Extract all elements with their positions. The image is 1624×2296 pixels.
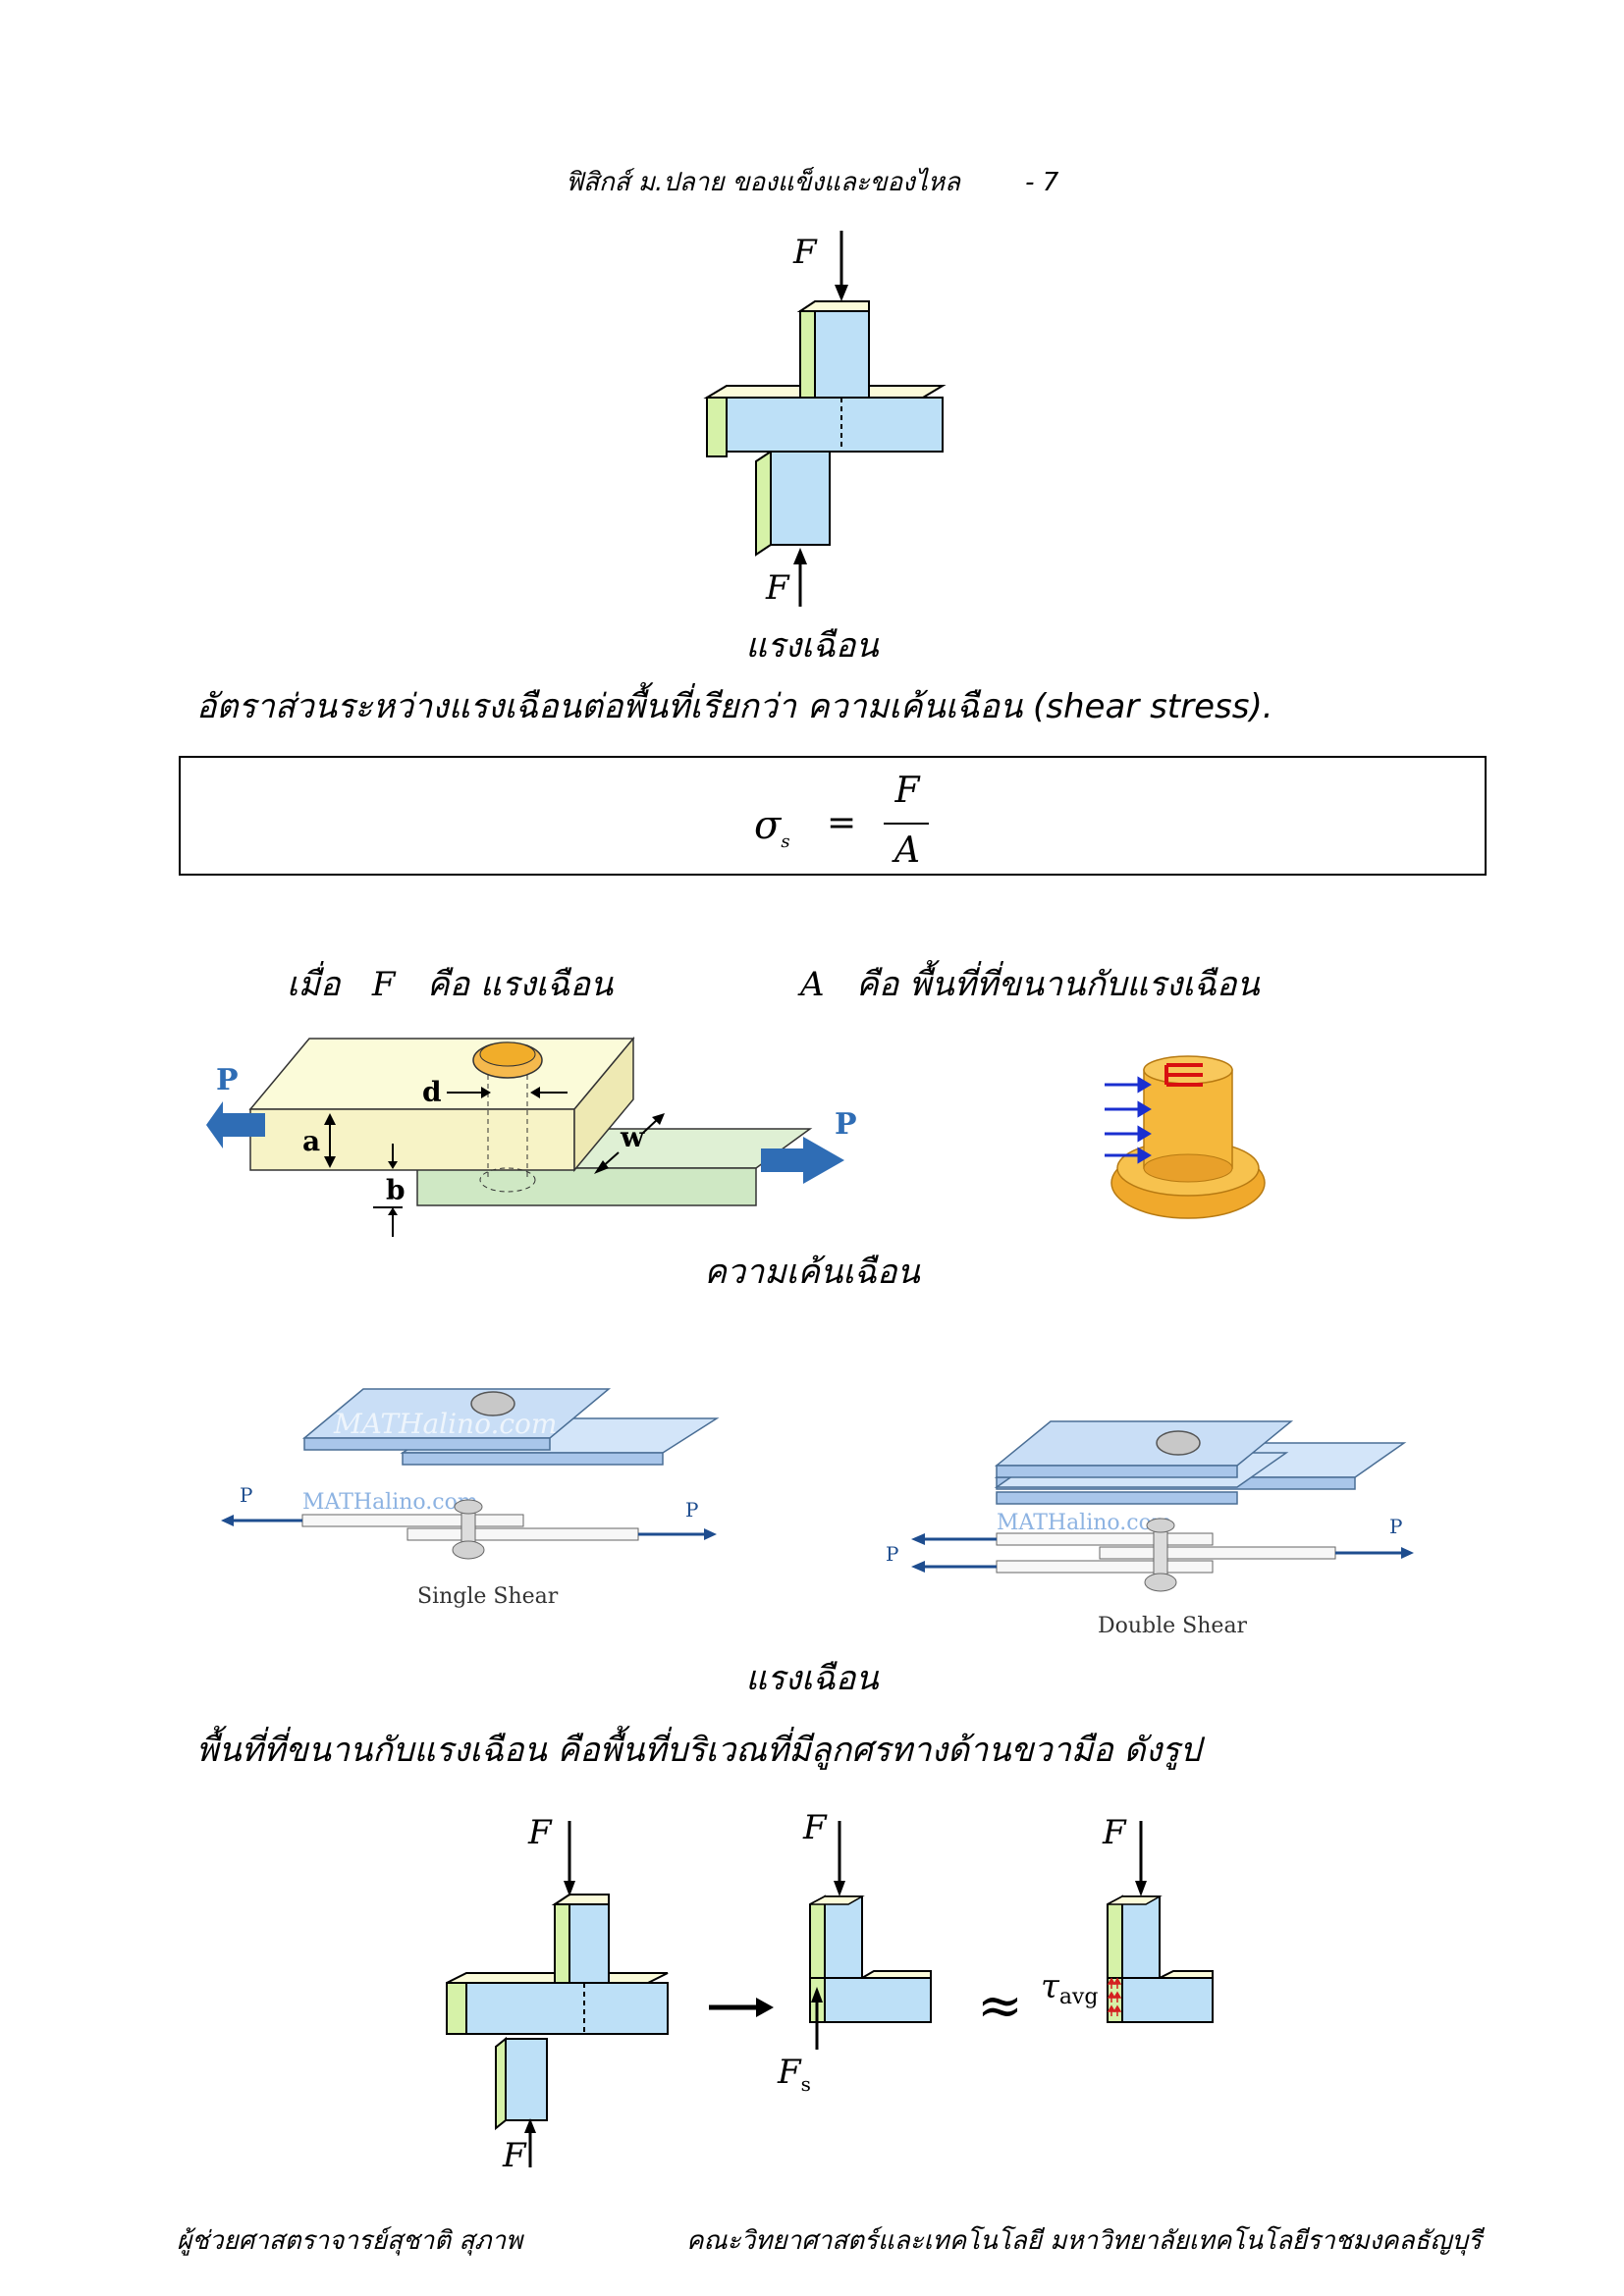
fig4-force-top-3: F — [1102, 1813, 1127, 1852]
fig4-force-top-1: F — [527, 1813, 553, 1852]
formula-numerator: F — [894, 771, 920, 811]
double-watermark: MATHalino.com — [997, 1511, 1172, 1535]
watermark-bottom: MATHalino.com — [302, 1490, 478, 1515]
header-title: ฟิสิกส์ ม.ปลาย ของแข็งและของไหล — [565, 168, 960, 197]
page-header: ฟิสิกส์ ม.ปลาย ของแข็งและของไหล - 7 — [0, 162, 1624, 202]
lap-joint-figure: P P d a b w — [206, 1036, 857, 1237]
watermark-top: MATHalino.com — [333, 1408, 557, 1440]
tau-subscript: avg — [1059, 1985, 1099, 2009]
definition-left: เมื่อ F คือ แรงเฉือน — [287, 957, 613, 1010]
fig4-force-bottom-1: F — [502, 2136, 527, 2175]
transition-arrow-icon — [756, 1998, 774, 2017]
definition-prefix: เมื่อ — [287, 965, 341, 1004]
fig4-force-top-2: F — [802, 1808, 828, 1847]
double-shear-label: Double Shear — [1098, 1614, 1248, 1638]
tau-label: τavg — [1041, 1967, 1098, 2009]
sigma-symbol: σ — [754, 803, 782, 848]
l-block-section: F Fs — [777, 1808, 932, 2096]
definition-symbol-f: F — [371, 965, 396, 1004]
w-label: w — [620, 1121, 645, 1153]
footer-author: ผู้ช่วยศาสตราจารย์สุชาติ สุภาพ — [177, 2226, 523, 2256]
figure-caption-1: แรงเฉือน — [745, 626, 879, 666]
formula-equals: = — [827, 803, 857, 843]
cross-block: F F — [446, 1813, 669, 2175]
definition-symbol-a: A — [800, 965, 825, 1004]
page-number: - 7 — [1025, 168, 1059, 197]
double-shear-figure: MATHalino.com P P Double Shear — [886, 1420, 1414, 1638]
l-block-stress: F — [1102, 1813, 1214, 2023]
force-label-top: F — [792, 233, 818, 272]
formula-denominator: A — [894, 830, 920, 871]
p-label-right: P — [835, 1107, 857, 1142]
double-p-left: P — [886, 1542, 898, 1566]
single-shear-figure: MATHalino.com MATHalino.com P P Single S… — [221, 1388, 720, 1609]
p-label-left: P — [216, 1063, 239, 1097]
tau-symbol: τ — [1041, 1967, 1060, 2006]
shear-area-description: พื้นที่ที่ขนานกับแรงเฉือน คือพื้นที่บริเ… — [196, 1731, 1202, 1770]
single-p-right: P — [685, 1498, 698, 1522]
single-shear-label: Single Shear — [417, 1584, 559, 1609]
a-label: a — [302, 1125, 320, 1157]
figure-caption-3: แรงเฉือน — [745, 1659, 879, 1698]
fraction-bar — [884, 823, 929, 825]
shear-section-figure: F F F Fs ≈ τavg — [446, 1808, 1214, 2175]
approx-symbol: ≈ — [977, 1974, 1023, 2038]
formula-sigma: σs — [754, 803, 790, 852]
sigma-subscript: s — [781, 831, 790, 852]
definition-right: A คือ พื้นที่ที่ขนานกับแรงเฉือน — [800, 957, 1260, 1010]
formula-box — [179, 756, 1487, 876]
fig4-force-shear-sub: s — [801, 2072, 811, 2096]
d-label: d — [422, 1076, 442, 1108]
fig4-force-shear-symbol: F — [777, 2053, 802, 2092]
footer-institution: คณะวิทยาศาสตร์และเทคโนโลยี มหาวิทยาลัยเท… — [686, 2226, 1482, 2256]
fig4-force-shear: Fs — [777, 2053, 811, 2096]
figure-caption-2: ความเค้นเฉือน — [704, 1253, 920, 1292]
single-p-left: P — [240, 1483, 252, 1507]
double-p-right: P — [1389, 1515, 1402, 1538]
force-label-bottom: F — [765, 568, 790, 608]
b-label: b — [386, 1174, 406, 1206]
shear-stress-definition: อัตราส่วนระหว่างแรงเฉือนต่อพื้นที่เรียกว… — [196, 687, 1273, 726]
bolt-shear-figure — [1105, 1055, 1266, 1219]
shear-cross-figure: F F — [703, 231, 947, 608]
definition-a-text: คือ พื้นที่ที่ขนานกับแรงเฉือน — [856, 965, 1260, 1004]
definition-f-text: คือ แรงเฉือน — [426, 965, 614, 1004]
